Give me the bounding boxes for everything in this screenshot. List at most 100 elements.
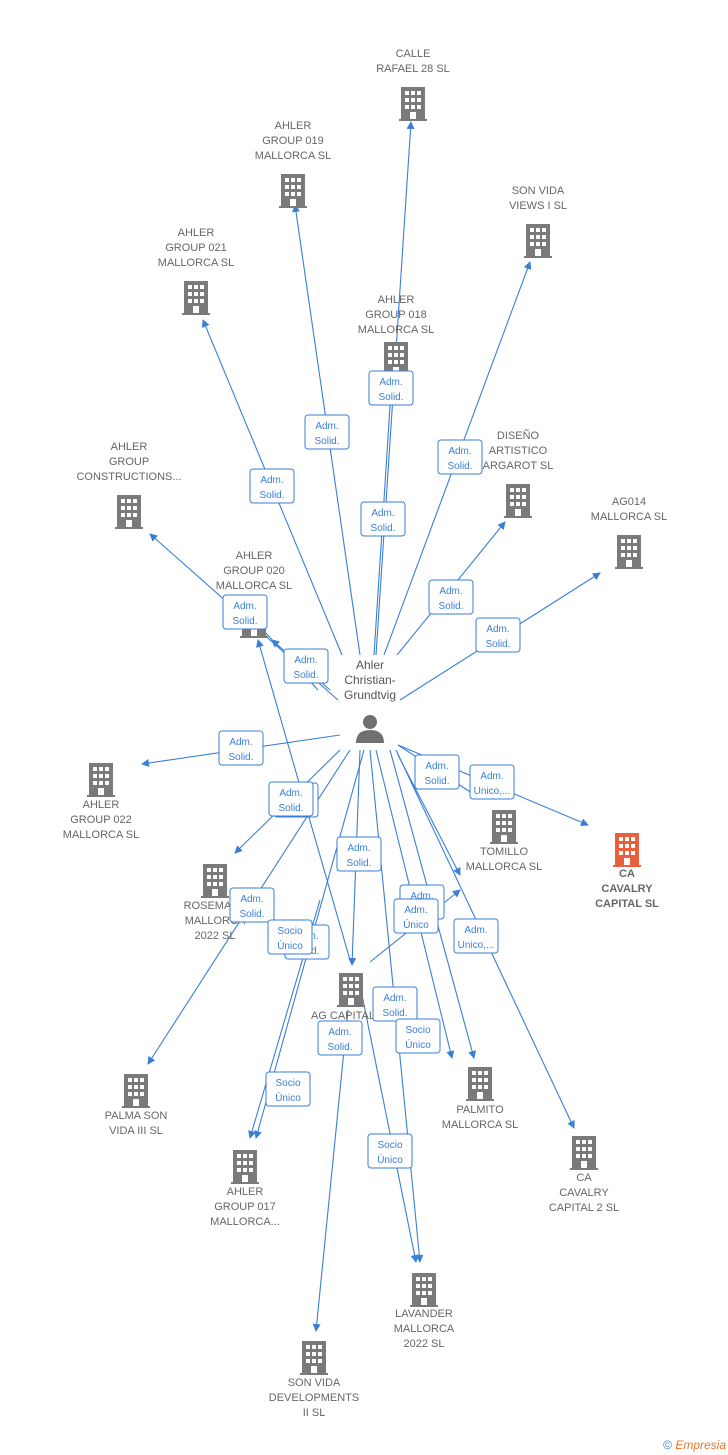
building-icon [201,864,229,898]
role-label-text: Adm. [439,586,462,597]
role-label-text: Solid. [485,639,510,650]
role-label-text: Solid. [438,601,463,612]
company-label: MALLORCA SL [442,1119,518,1131]
edge-role-label[interactable]: Adm.Solid. [229,887,275,923]
building-icon [613,833,641,867]
edge-role-label[interactable]: Adm.Solid. [437,439,483,475]
edge-role-label[interactable]: Adm.Solid. [268,781,314,817]
company-label: AHLER [227,1186,264,1198]
company-label: GROUP 019 [262,135,324,147]
edge-role-label[interactable]: Adm.Solid. [368,370,414,406]
edge-role-label[interactable]: Adm.Solid. [475,617,521,653]
company-label: AHLER [83,799,120,811]
role-label-text: Adm. [404,905,427,916]
role-label-text: Adm. [233,601,256,612]
role-label-box [317,1020,363,1056]
edge-role-label[interactable]: Adm. Solid. [222,594,268,630]
company-label: GROUP 022 [70,814,132,826]
role-label-box [367,1133,413,1169]
role-label-text: Adm. [480,771,503,782]
edge-role-label[interactable]: Adm.Solid. [336,836,382,872]
edge-role-label[interactable]: Adm.Solid. [372,986,418,1022]
role-label-box [249,468,295,504]
company-node-constructions[interactable]: AHLERGROUPCONSTRUCTIONS... [76,441,182,529]
company-node-agcapital[interactable]: AG CAPITAL SL [311,973,391,1022]
role-label-text: Adm. [425,761,448,772]
edge-role-label[interactable]: Adm.Solid. [218,730,264,766]
role-label-text: Socio [377,1140,402,1151]
edge-role-label[interactable]: Adm.Solid. [283,648,329,684]
role-label-box [229,887,275,923]
company-label: MALLORCA SL [591,511,667,523]
building-icon [182,281,210,315]
role-label-text: Solid. [370,523,395,534]
edge-role-label[interactable]: Adm.Unico,... [469,764,515,800]
company-label: VIEWS I SL [509,200,567,212]
role-label-text: Solid. [278,803,303,814]
role-label-text: Solid. [232,616,257,627]
relation-edge [359,984,419,1263]
building-icon [87,763,115,797]
company-label: CAVALRY [559,1187,609,1199]
role-label-text: Solid. [327,1042,352,1053]
edge-role-label[interactable]: Adm.Solid. [304,414,350,450]
building-icon [490,810,518,844]
role-label-box [336,836,382,872]
copyright-icon: © [663,1438,672,1452]
company-label: MALLORCA SL [158,257,234,269]
company-label: VIDA III SL [109,1125,163,1137]
company-label: CA [576,1172,592,1184]
role-label-text: Único [403,918,429,931]
building-icon [279,174,307,208]
company-label: 2022 SL [404,1338,445,1350]
role-label-text: Único [277,939,303,952]
edge-role-label[interactable]: Adm. Solid. [428,579,474,615]
role-label-text: Único [377,1153,403,1166]
role-label-text: Adm. [347,843,370,854]
company-label: GROUP 020 [223,565,285,577]
role-label-box [469,764,515,800]
company-label: CAVALRY [601,883,653,895]
company-node-cacavalry[interactable]: CA CAVALRY CAPITAL SL [595,833,659,910]
edge-role-label[interactable]: Adm. Único [393,898,439,934]
edge-role-label[interactable]: Adm.Solid. [414,754,460,790]
company-label: AG014 [612,496,646,508]
role-label-box [267,919,313,955]
role-label-text: Adm. [410,891,433,902]
edge-role-label[interactable]: Adm.Solid. [249,468,295,504]
company-label: CAPITAL SL [595,898,659,910]
edge-role-label[interactable]: Adm. Solid. [360,501,406,537]
edge-role-label[interactable]: Adm.Solid. [317,1020,363,1056]
role-label-text: Adm. [371,508,394,519]
building-icon [122,1074,150,1108]
company-label: AHLER [111,441,148,453]
company-label: CA [619,868,635,880]
edge-role-label[interactable]: Adm.Unico,... [453,918,499,954]
company-label: MALLORCA SL [466,861,542,873]
role-label-box [360,501,406,537]
company-label: MALLORCA SL [216,580,292,592]
role-label-box [395,1018,441,1054]
